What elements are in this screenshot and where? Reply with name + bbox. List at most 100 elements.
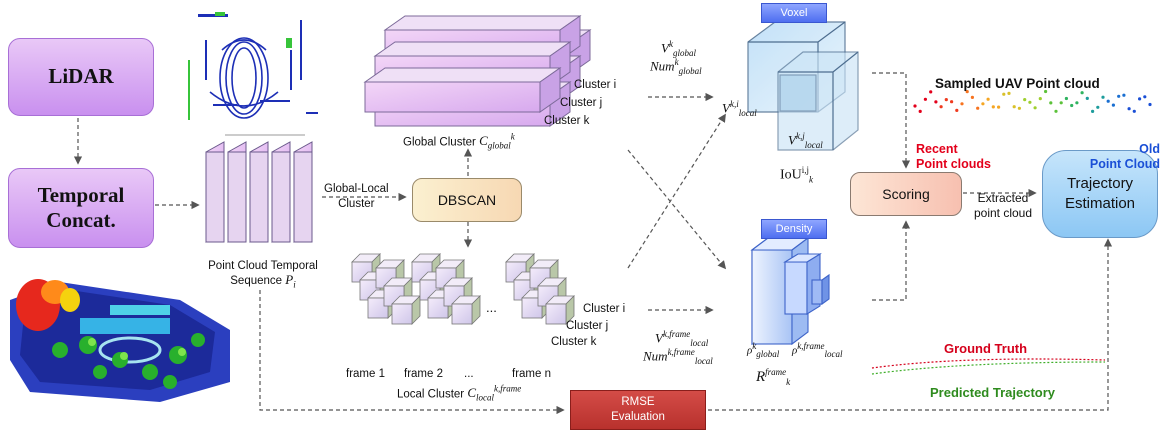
uav-point — [1033, 106, 1037, 110]
uav-point — [986, 97, 990, 101]
global-cluster-text: Global Cluster — [403, 136, 476, 149]
num-local-frame-symbol: Numk,framelocal — [643, 347, 713, 366]
global-local-cluster-label: Global-Local Cluster — [324, 168, 389, 211]
uav-point — [1012, 105, 1016, 109]
global-slab-top — [383, 15, 582, 31]
uav-point — [1111, 103, 1115, 107]
uav-point — [939, 105, 943, 109]
density-feature-blocks — [750, 236, 830, 346]
trajectory-label: Trajectory Estimation — [1064, 174, 1136, 212]
pc-sequence-line1: Point Cloud Temporal — [208, 260, 318, 272]
pc-sequence-line2: Sequence Pi — [196, 273, 330, 290]
scoring-label: Scoring — [882, 186, 930, 202]
flow-arrows — [73, 72, 1113, 415]
uav-point — [1044, 89, 1048, 94]
uav-point — [1127, 107, 1131, 111]
v-local-ki-symbol: Vk,ilocal — [722, 99, 757, 118]
frame-n-label: frame n — [512, 367, 551, 381]
frame-2-label: frame 2 — [404, 367, 443, 381]
uav-point — [934, 100, 938, 104]
frame-ellipsis-text: ... — [464, 368, 474, 380]
arrow-global-to-density — [627, 149, 727, 270]
uav-point — [944, 98, 948, 102]
uav-point — [1132, 109, 1136, 113]
uav-point — [1064, 96, 1068, 101]
rho-global-symbol: ρkglobal — [747, 341, 780, 359]
frame-ellipsis-label: ... — [464, 367, 474, 381]
uav-point — [1096, 105, 1100, 109]
rmse-evaluation-box: RMSE Evaluation — [570, 390, 706, 430]
num-global-symbol: Numkglobal — [650, 57, 702, 76]
local-cluster-j: Cluster j — [566, 319, 608, 333]
uav-point — [955, 108, 959, 112]
uav-point — [1049, 101, 1053, 105]
scoring-box: Scoring — [850, 172, 962, 216]
uav-point — [1080, 91, 1084, 95]
local-cluster-j-text: Cluster j — [566, 320, 609, 332]
ground-truth-curve — [871, 358, 1106, 369]
frame-1-text: frame 1 — [346, 368, 385, 380]
voxel-tag: Voxel — [761, 3, 827, 23]
arrow-rmse-to-trajectory — [708, 238, 1113, 411]
uav-point — [1028, 100, 1032, 104]
uav-point — [929, 90, 933, 94]
density-tag-label: Density — [775, 223, 813, 235]
lidar-box: LiDAR — [8, 38, 154, 116]
uav-point — [913, 104, 917, 108]
uav-point — [1070, 103, 1074, 108]
uav-point — [1138, 97, 1142, 101]
global-slab-front — [364, 81, 541, 113]
uav-point — [1122, 93, 1126, 97]
uav-point — [976, 106, 980, 110]
uav-point — [965, 90, 969, 94]
global-cluster-i-text: Cluster i — [574, 79, 617, 91]
uav-point — [1148, 102, 1152, 107]
local-cluster-k: Cluster k — [551, 335, 596, 349]
global-cluster-i: Cluster i — [574, 78, 616, 92]
uav-point — [1023, 98, 1027, 102]
trajectory-estimation-box: Trajectory Estimation — [1042, 150, 1158, 238]
uav-point — [1007, 91, 1011, 95]
global-local-cluster-text: Global-Local Cluster — [324, 183, 389, 210]
global-cluster-symbol: Cglobalk — [479, 132, 515, 151]
uav-point — [960, 102, 964, 106]
cubes-ellipsis-text: ... — [486, 300, 497, 315]
density-tag: Density — [761, 219, 827, 239]
global-cluster-k: Cluster k — [544, 114, 589, 128]
local-cluster-text: Local Cluster — [397, 388, 465, 401]
uav-point — [1017, 106, 1022, 110]
predicted-trajectory-curve — [871, 361, 1106, 375]
uav-point — [1143, 95, 1147, 99]
local-cube-front — [427, 297, 449, 319]
dbscan-box: DBSCAN — [412, 178, 522, 222]
uav-point — [970, 95, 975, 99]
temporal-concat-label: Temporal Concat. — [37, 182, 125, 232]
city-point-cloud-image — [10, 279, 230, 402]
arrow-density-to-scoring — [872, 220, 911, 301]
uav-point — [1054, 109, 1058, 113]
arrow-local-to-voxel — [627, 113, 726, 269]
uav-point — [1002, 92, 1006, 96]
uav-point — [1085, 96, 1089, 100]
voxel-iou-cube — [747, 21, 859, 151]
pc-sequence-word: Sequence — [230, 275, 283, 288]
uav-point — [923, 97, 928, 101]
r-frame-symbol: Rframek — [756, 367, 791, 387]
predicted-trajectory-label: Predicted Trajectory — [930, 385, 1055, 401]
predicted-trajectory-text: Predicted Trajectory — [930, 385, 1055, 400]
ground-truth-text: Ground Truth — [944, 341, 1028, 356]
iou-symbol: IoUi,jk — [780, 165, 814, 185]
uav-point — [1091, 109, 1095, 113]
uav-sampled-points — [913, 89, 1152, 113]
sampled-uav-text: Sampled UAV Point cloud — [935, 76, 1100, 91]
local-cube-front — [451, 303, 473, 325]
local-cube-front — [391, 303, 413, 325]
extracted-point-cloud-label: Extracted point cloud — [962, 176, 1044, 221]
local-cube-front — [367, 297, 389, 319]
uav-point — [950, 100, 954, 104]
uav-point — [981, 102, 985, 106]
voxel-tag-label: Voxel — [780, 7, 808, 19]
uav-point — [991, 105, 995, 109]
global-cluster-label: Global Cluster Cglobalk — [403, 132, 515, 152]
uav-point — [1038, 97, 1042, 101]
